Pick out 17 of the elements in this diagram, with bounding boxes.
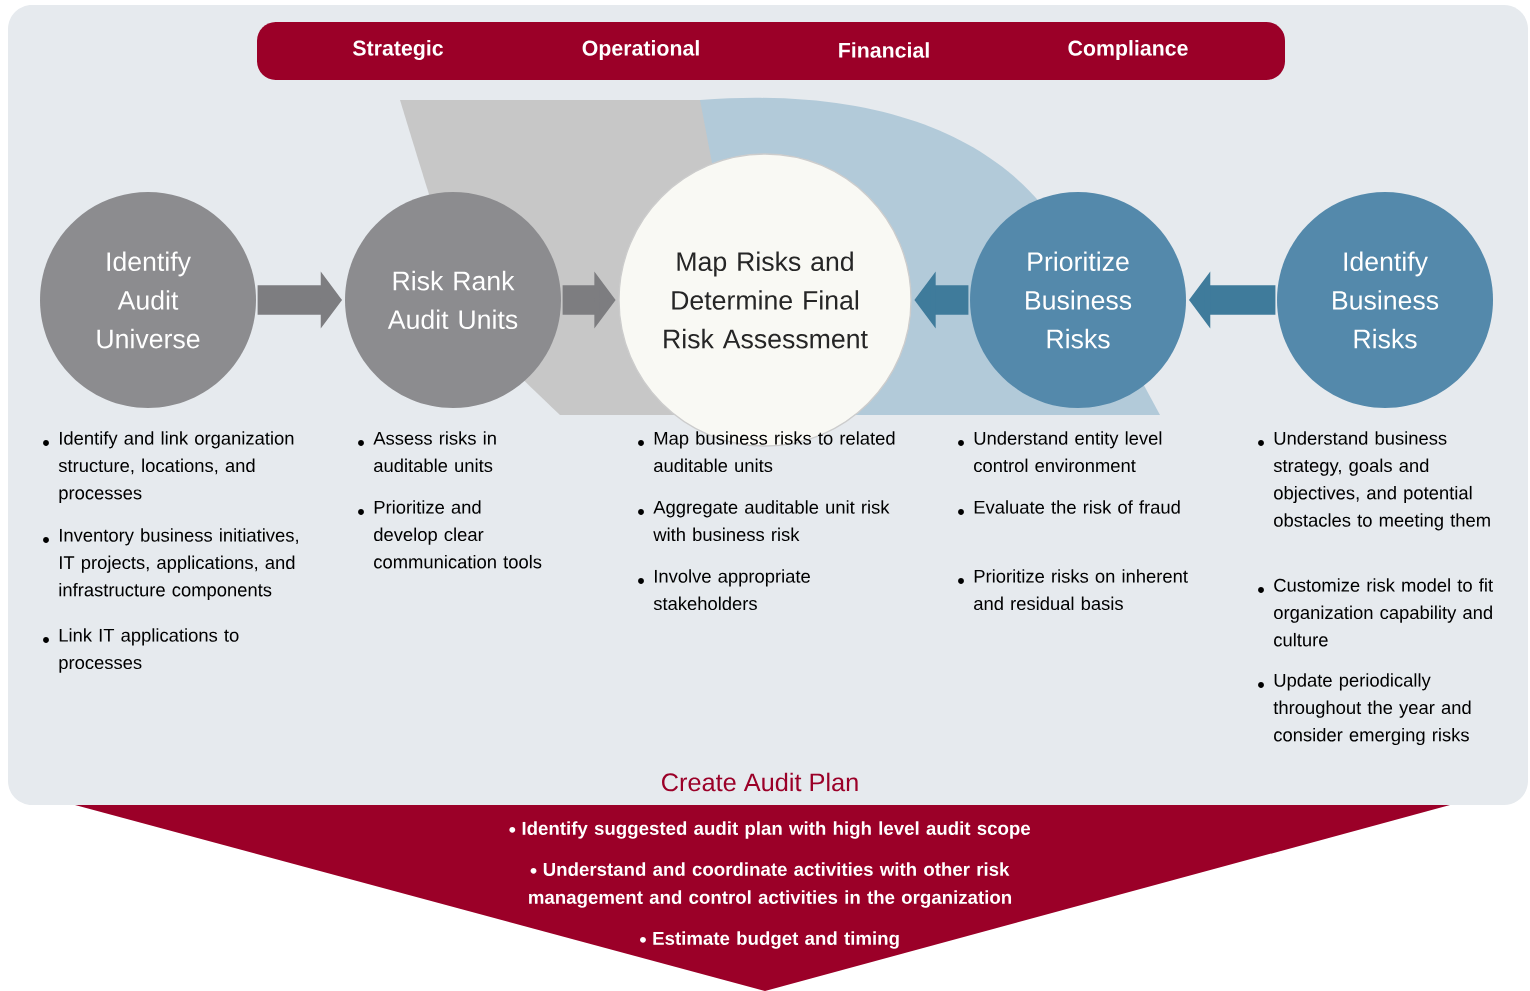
plan-triangle: Create Audit Plan Identify suggested audit plan with high level audit scope Understand and coordinate activities with other risk management and control activities in the organization Estimate budget and timing [75, 772, 1450, 991]
bullet-text: Customize risk model to fit organization capability and culture [1258, 578, 1493, 647]
bullet-text: Assess risks in auditable units [358, 431, 496, 473]
bullet-text: Prioritize and develop clear communication tools [358, 500, 542, 569]
bullet-text: Evaluate the risk of fraud [958, 500, 1180, 515]
node-label: Create Audit Plan [662, 772, 858, 792]
bullet-text: Prioritize risks on inherent and residual basis [958, 569, 1188, 611]
bullet-text: Map business risks to related auditable units [638, 431, 895, 473]
bullet-text: Inventory business initiatives, IT projects, applications, and infrastructure components [43, 528, 298, 601]
bullet-text: Link IT applications to processes [43, 628, 239, 673]
bullet-text: Understand entity level control environment [958, 431, 1162, 473]
bullet-text: Aggregate auditable unit risk with business risk [638, 500, 890, 542]
bullet-text: Update periodically throughout the year and consider emerging risks [1258, 673, 1471, 746]
bullet-text: Understand business strategy, goals and objectives, and potential obstacles to meeting them [1258, 431, 1490, 531]
bullet-text: Involve appropriate stakeholders [638, 569, 810, 611]
bullet-text: Identify and link organization structure, locations, and processes [43, 431, 294, 504]
category-band: Strategic Operational Financial Compliance [257, 22, 1285, 80]
